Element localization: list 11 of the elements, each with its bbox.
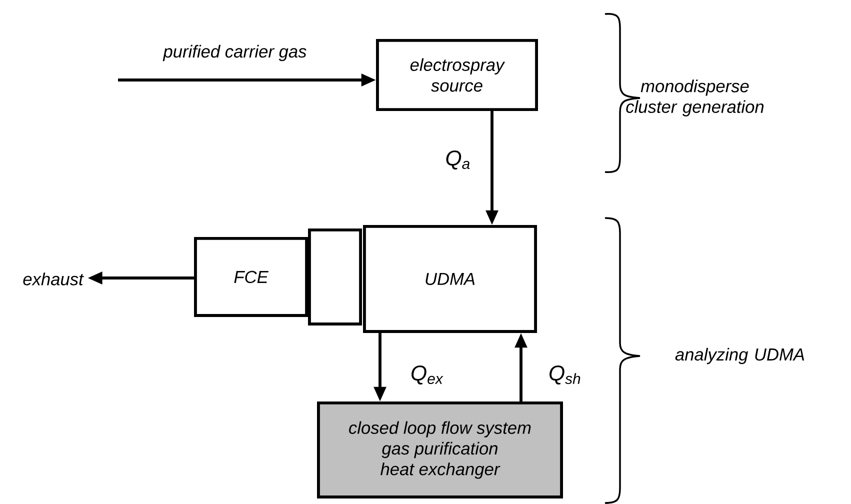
process-box: electrospray source (376, 39, 538, 111)
text-label: exhaust (23, 272, 84, 286)
process-box: closed loop flow system gas purification heat exchanger (317, 402, 563, 498)
group-label: monodisperse cluster generation (626, 80, 764, 116)
edge-label: Q$_{a}$ (446, 150, 470, 170)
edge-label: Q$_{sh}$ (550, 366, 580, 384)
connector-box (308, 228, 362, 326)
edge-label: purified carrier gas (162, 44, 306, 62)
process-box: FCE (194, 237, 308, 317)
edge-label: Q$_{ex}$ (412, 366, 444, 384)
group-label: analyzing UDMA (675, 348, 804, 364)
